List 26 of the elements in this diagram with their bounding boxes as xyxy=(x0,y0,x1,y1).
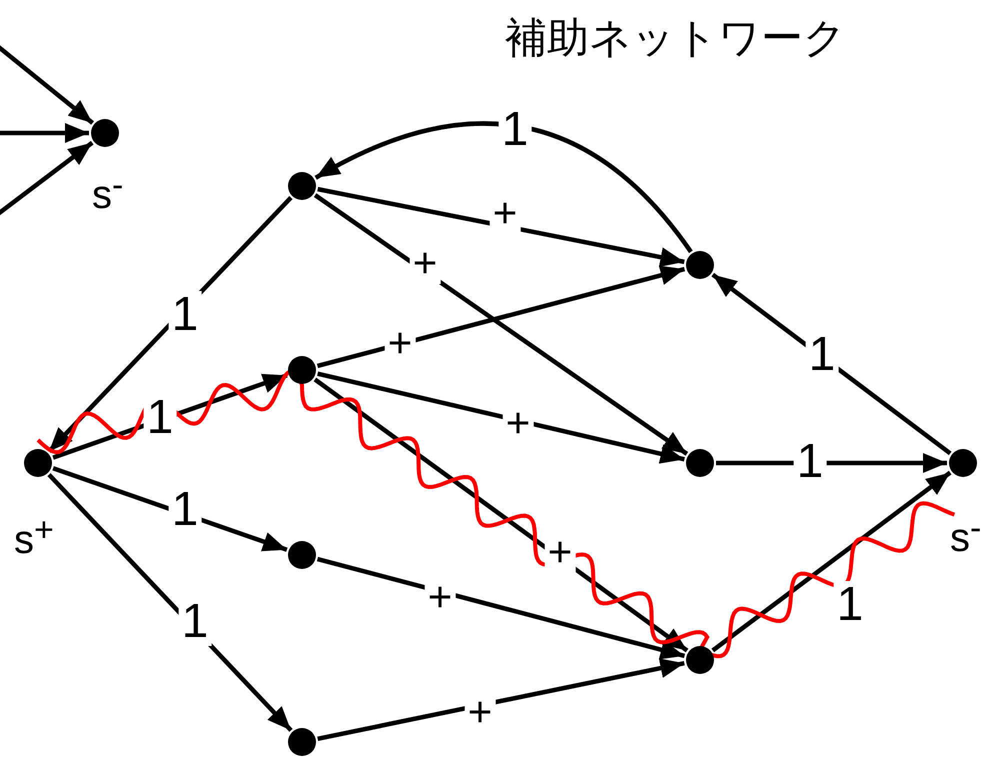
node-dot xyxy=(288,541,316,569)
arrow xyxy=(316,556,686,660)
node-dot xyxy=(91,119,119,147)
arrow xyxy=(314,121,693,254)
arrow xyxy=(47,473,293,732)
arrow xyxy=(314,193,688,456)
node-label: s$^{+}$ xyxy=(14,520,54,560)
arrow xyxy=(314,378,688,652)
node-dot xyxy=(686,449,714,477)
arrow xyxy=(0,123,89,143)
node-dot xyxy=(288,728,316,756)
arrow xyxy=(316,266,686,368)
node-dot xyxy=(686,251,714,279)
arrow xyxy=(711,470,952,652)
node-dot xyxy=(24,449,52,477)
node-dot xyxy=(949,449,977,477)
arrow xyxy=(317,658,685,741)
arrow xyxy=(317,186,685,268)
node-label: s$^{-}$ xyxy=(92,175,124,215)
node-dot xyxy=(686,646,714,674)
node-label: s$^{-}$ xyxy=(950,518,982,558)
node-dot xyxy=(288,172,316,200)
title: 補助ネットワーク xyxy=(505,12,846,64)
arrow xyxy=(317,371,685,464)
node-dot xyxy=(288,356,316,384)
arrow xyxy=(47,196,293,453)
